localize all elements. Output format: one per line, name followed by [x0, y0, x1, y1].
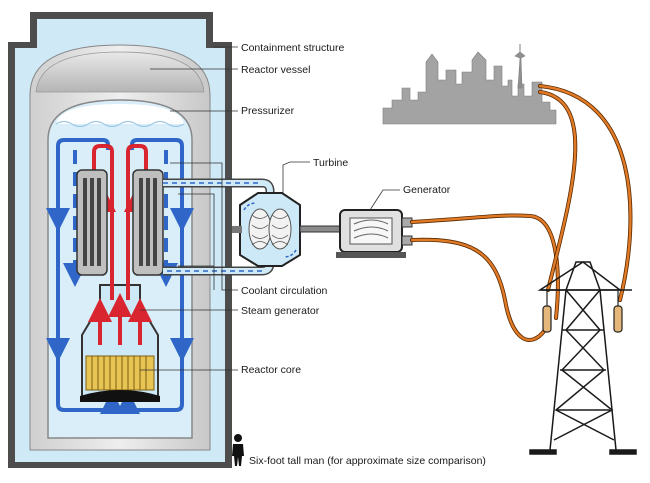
turbine: [232, 192, 301, 267]
coolant-circulation-arrows: [46, 138, 194, 414]
label-generator: Generator: [403, 184, 451, 196]
pressurizer: [55, 104, 185, 128]
label-reactor-vessel: Reactor vessel: [241, 64, 311, 76]
label-six-foot-man: Six-foot tall man (for approximate size …: [249, 455, 486, 467]
steam-generator-right: [132, 169, 164, 276]
label-coolant-circulation: Coolant circulation: [241, 285, 328, 297]
power-lines: [410, 84, 633, 342]
generator: [336, 209, 413, 258]
transmission-tower: [529, 261, 637, 455]
label-pressurizer: Pressurizer: [241, 105, 295, 117]
tower-insulators: [542, 290, 623, 333]
label-steam-generator: Steam generator: [241, 305, 320, 317]
label-containment-structure: Containment structure: [241, 42, 345, 54]
person-silhouette-icon: [232, 434, 244, 466]
reactor-core: [80, 355, 160, 402]
city-skyline: [382, 44, 557, 125]
label-turbine: Turbine: [313, 157, 349, 169]
label-reactor-core: Reactor core: [241, 364, 302, 376]
turbine-shaft: [299, 225, 343, 233]
steam-generator-left: [76, 169, 108, 276]
leader-lines: [140, 46, 400, 371]
